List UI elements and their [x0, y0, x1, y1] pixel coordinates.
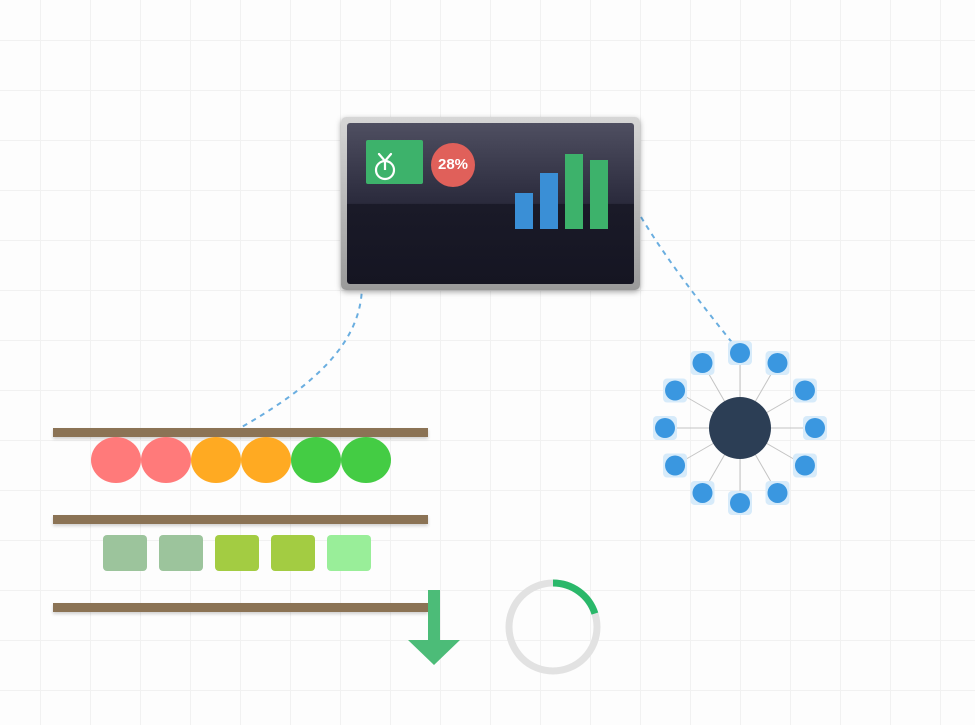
progress-ring-fill	[505, 579, 601, 675]
network-hub-diagram	[653, 341, 827, 515]
block	[327, 535, 371, 571]
mini-bar	[565, 154, 583, 229]
network-node	[767, 482, 788, 503]
network-node	[730, 343, 750, 363]
block	[103, 535, 147, 571]
shelf-middle	[53, 515, 428, 524]
connector-monitor-to-network	[640, 216, 739, 351]
ball	[241, 437, 291, 483]
ball	[141, 437, 191, 483]
mini-bar	[540, 173, 558, 229]
network-node	[655, 418, 675, 438]
network-node	[794, 455, 815, 476]
network-node	[805, 418, 825, 438]
network-node	[692, 482, 713, 503]
ball	[291, 437, 341, 483]
mini-bar-chart	[515, 154, 608, 229]
ball	[191, 437, 241, 483]
network-node	[767, 353, 788, 374]
ball	[91, 437, 141, 483]
mini-bar	[590, 160, 608, 229]
network-node	[794, 380, 815, 401]
network-hub	[709, 397, 771, 459]
monitor-screen: 28%	[347, 123, 634, 284]
block	[215, 535, 259, 571]
mini-bar	[515, 193, 533, 229]
progress-ring	[505, 579, 601, 675]
percent-badge: 28%	[431, 143, 475, 187]
ball	[341, 437, 391, 483]
network-node	[665, 455, 686, 476]
network-node	[665, 380, 686, 401]
shelf-bottom	[53, 603, 428, 612]
block	[159, 535, 203, 571]
network-node	[730, 493, 750, 513]
monitor-widget: 28%	[341, 117, 640, 290]
network-node	[692, 353, 713, 374]
app-tile	[366, 140, 423, 184]
stopwatch-icon	[374, 152, 396, 181]
shelf-top	[53, 428, 428, 437]
arrow-down-icon	[408, 590, 460, 665]
block	[271, 535, 315, 571]
